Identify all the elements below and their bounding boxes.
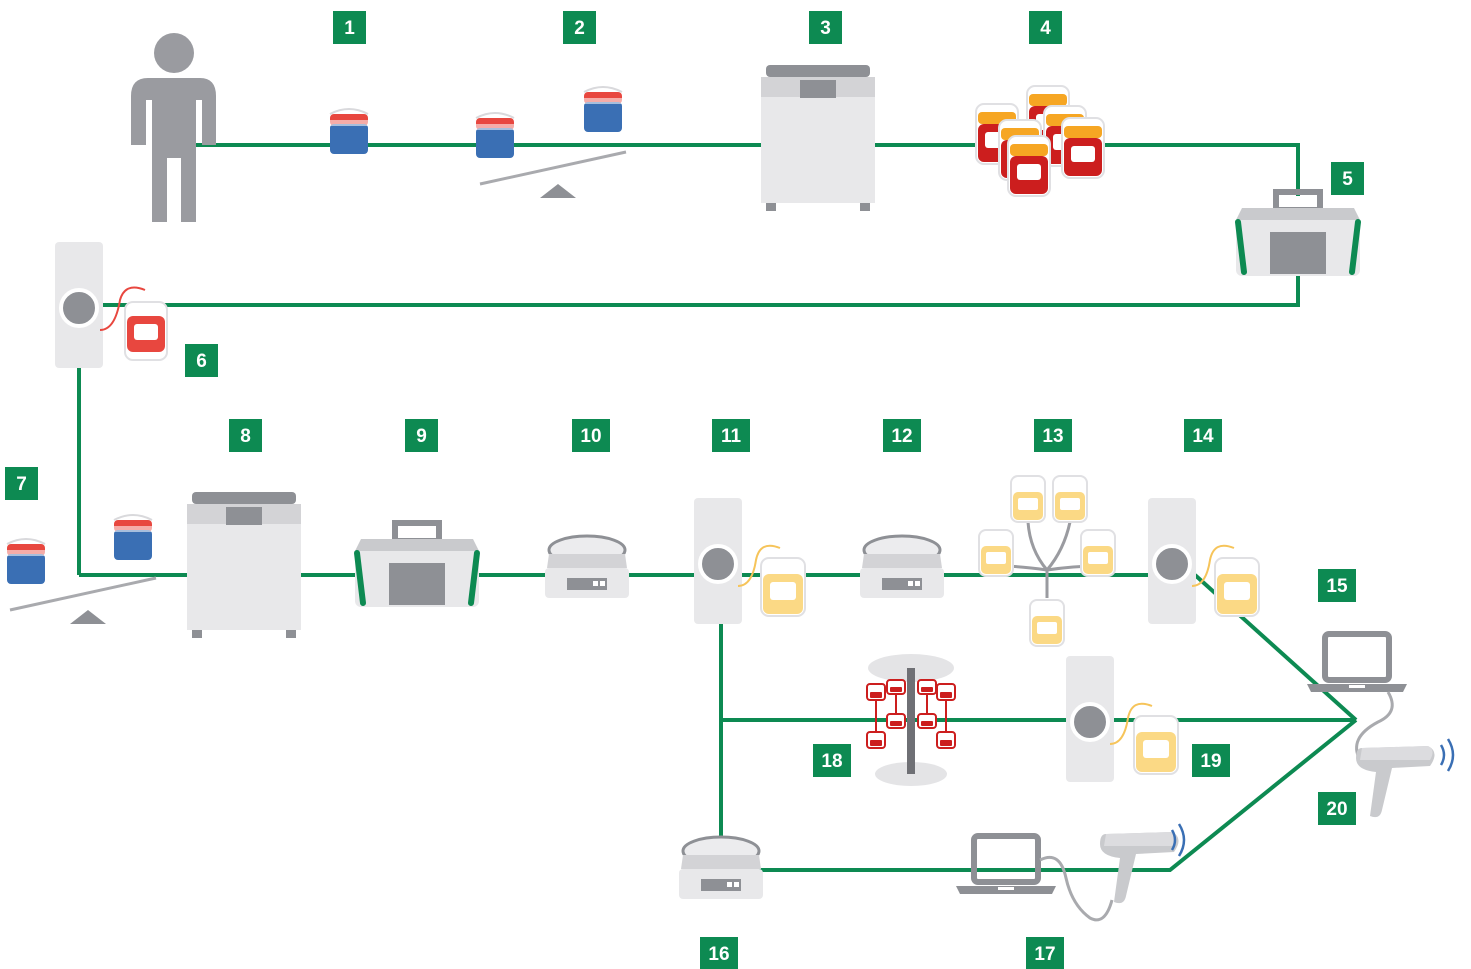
flow-line-return (77, 272, 1300, 575)
step-badge-label: 18 (821, 751, 842, 772)
bag-splitter-icon (978, 475, 1116, 647)
sample-tube-icon (329, 108, 369, 155)
bag-rack-icon (866, 654, 956, 786)
step-badge-label: 5 (1342, 169, 1353, 190)
balance-scale-icon (6, 514, 158, 626)
laptop-icon (956, 836, 1114, 922)
step-badge-17: 17 (1026, 937, 1064, 969)
wireless-signal-icon (1439, 737, 1455, 773)
flow-line-branch (719, 620, 1358, 872)
step-badge-label: 7 (16, 474, 27, 495)
step-badge-label: 9 (416, 426, 427, 447)
bag-separator-icon (1064, 654, 1179, 784)
bag-separator-icon (692, 496, 806, 626)
donor-person-icon (131, 33, 216, 222)
weighing-press-icon (1236, 192, 1360, 276)
step-badge-label: 19 (1200, 751, 1221, 772)
step-badge-19: 19 (1192, 744, 1230, 777)
laptop-icon (1307, 634, 1407, 761)
balance-scale-icon (475, 86, 628, 200)
step-badge-20: 20 (1318, 792, 1356, 825)
step-badge-label: 20 (1326, 799, 1347, 820)
centrifuge-icon (761, 65, 875, 211)
step-badge-label: 8 (240, 426, 251, 447)
step-badge-10: 10 (572, 419, 610, 452)
step-badge-1: 1 (333, 11, 366, 44)
step-badge-11: 11 (712, 419, 750, 452)
step-badge-5: 5 (1331, 162, 1364, 195)
step-badge-16: 16 (700, 937, 738, 969)
scale-icon (677, 835, 765, 901)
step-badge-label: 10 (580, 426, 601, 447)
step-badge-8: 8 (229, 419, 262, 452)
step-badge-12: 12 (883, 419, 921, 452)
step-badge-label: 11 (721, 426, 742, 447)
scale-icon (543, 534, 631, 600)
step-badge-label: 16 (708, 944, 729, 965)
step-badge-6: 6 (185, 344, 218, 377)
step-badge-2: 2 (563, 11, 596, 44)
scale-icon (858, 534, 946, 600)
step-badge-label: 2 (574, 18, 585, 39)
weighing-press-icon (355, 523, 479, 607)
blood-bag-stack-icon (975, 85, 1105, 197)
step-badge-15: 15 (1318, 569, 1356, 602)
step-badges: 1 2 3 4 5 6 7 8 9 10 11 12 13 14 15 16 1… (5, 11, 1364, 969)
barcode-scanner-icon (1100, 822, 1186, 904)
step-badge-3: 3 (809, 11, 842, 44)
bag-separator-icon (1146, 496, 1260, 626)
step-badge-14: 14 (1184, 419, 1222, 452)
step-badge-label: 13 (1042, 426, 1063, 447)
bag-separator-icon (53, 240, 168, 370)
flow-line-top (196, 143, 1300, 196)
step-badge-label: 1 (344, 18, 355, 39)
step-badge-4: 4 (1029, 11, 1062, 44)
step-badge-label: 4 (1040, 18, 1051, 39)
centrifuge-icon (187, 492, 301, 638)
step-badge-label: 17 (1034, 944, 1055, 965)
step-badge-7: 7 (5, 467, 38, 500)
step-badge-9: 9 (405, 419, 438, 452)
step-badge-label: 6 (196, 351, 207, 372)
step-badge-18: 18 (813, 744, 851, 777)
step-badge-13: 13 (1034, 419, 1072, 452)
step-badge-label: 14 (1192, 426, 1214, 447)
step-badge-label: 3 (820, 18, 831, 39)
step-badge-label: 15 (1326, 576, 1348, 597)
barcode-scanner-icon (1356, 737, 1455, 818)
step-badge-label: 12 (891, 426, 912, 447)
